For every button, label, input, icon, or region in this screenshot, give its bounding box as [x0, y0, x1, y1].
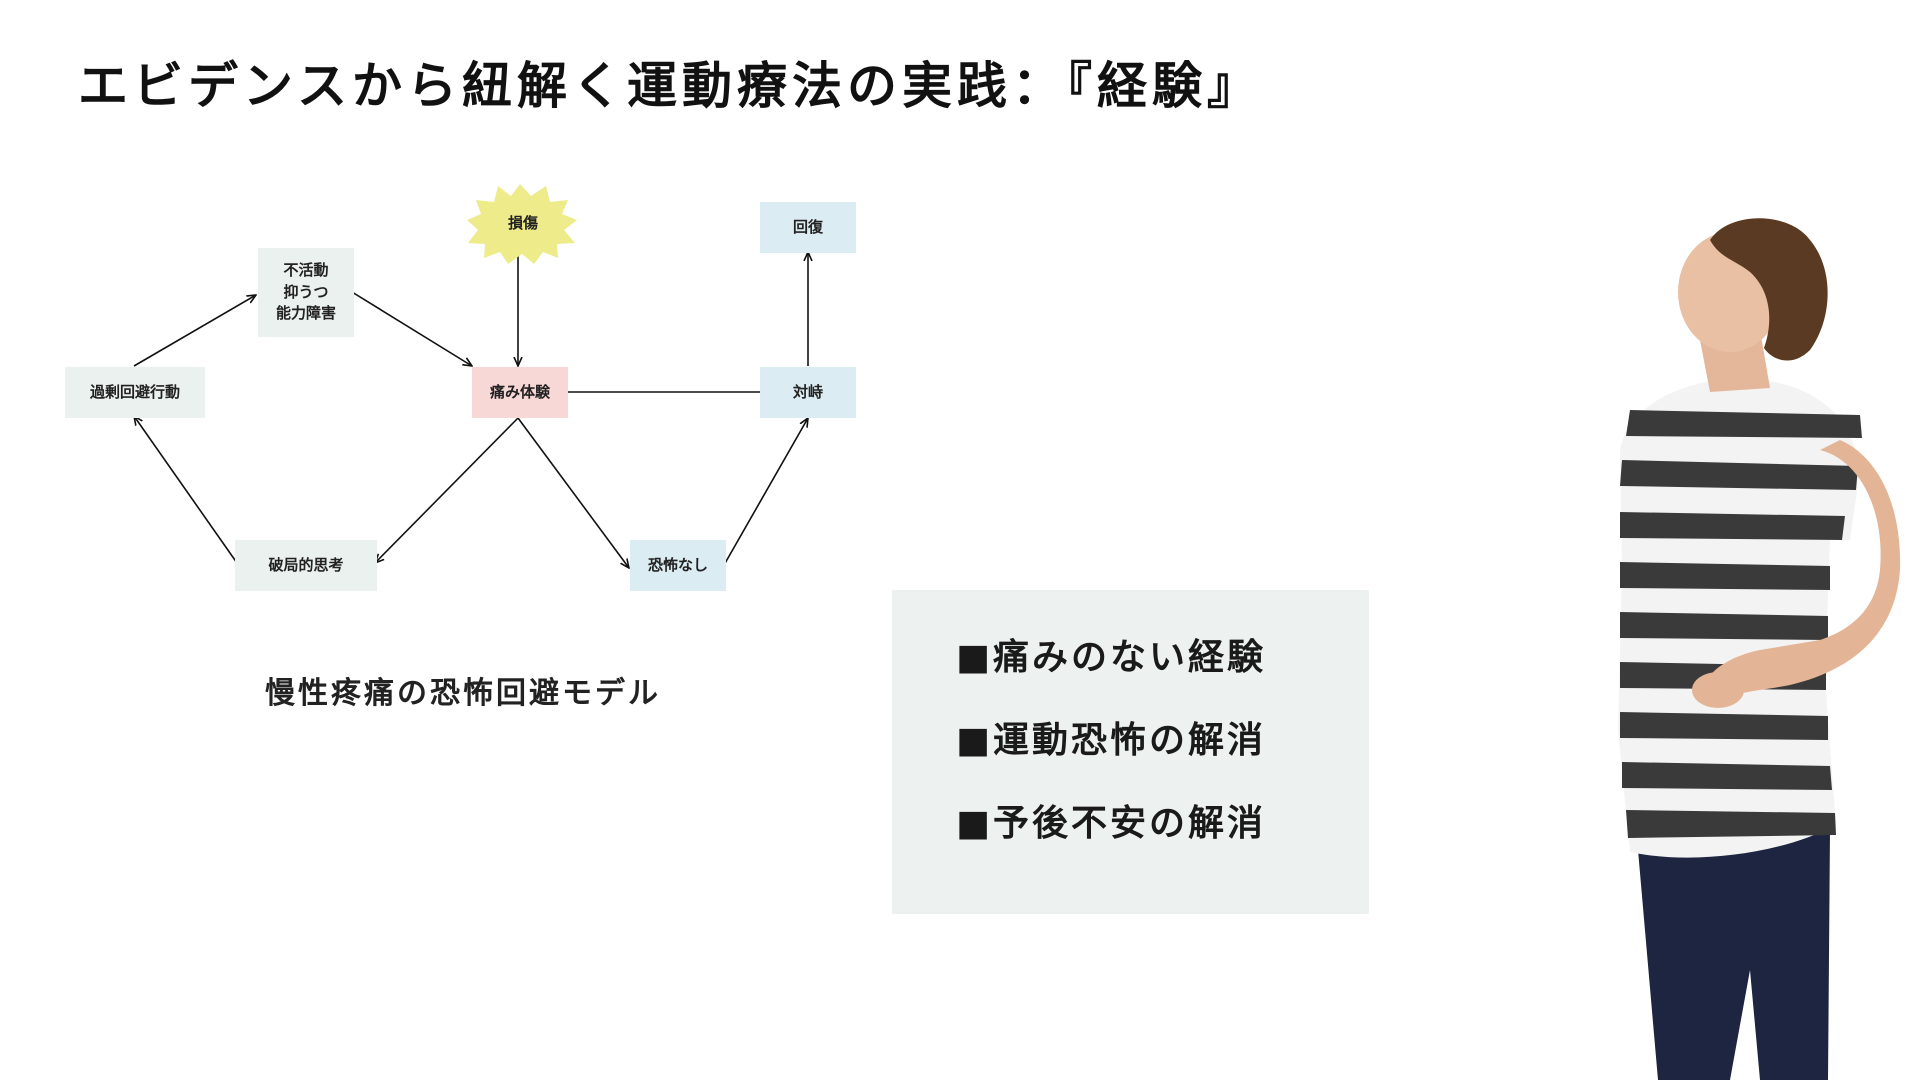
info-box: ■痛みのない経験 ■運動恐怖の解消 ■予後不安の解消 — [892, 590, 1369, 914]
arrow-pain-to-catastrophizing — [375, 417, 519, 563]
arrow-no-fear-to-confront — [723, 418, 808, 566]
injury-burst-shape — [467, 184, 577, 264]
info-item-prognosis-anxiety-resolution: ■予後不安の解消 — [956, 803, 1267, 844]
person-arm — [1705, 440, 1901, 702]
slide-title: エビデンスから紐解く運動療法の実践：『経験』 — [78, 57, 1262, 115]
arrow-pain-to-no-fear — [517, 417, 629, 568]
node-recovery: 回復 — [760, 202, 856, 253]
person-photo — [1618, 218, 1901, 1080]
info-item-painless-experience: ■痛みのない経験 — [956, 637, 1267, 678]
node-injury-label: 損傷 — [507, 214, 538, 233]
person-hand — [1692, 672, 1744, 708]
arrow-disuse-to-pain — [351, 291, 472, 366]
node-catastrophizing: 破局的思考 — [235, 540, 377, 591]
shirt-stripes — [1620, 410, 1862, 838]
node-disuse: 不活動 抑うつ 能力障害 — [258, 248, 354, 337]
info-item-kinesiophobia-resolution: ■運動恐怖の解消 — [956, 720, 1267, 761]
arrow-avoidance-to-disuse — [133, 295, 256, 367]
node-confront: 対峙 — [760, 367, 856, 418]
node-no-fear: 恐怖なし — [630, 540, 726, 591]
node-avoidance: 過剰回避行動 — [65, 367, 205, 418]
person-pants — [1638, 830, 1830, 1080]
node-injury: 損傷 — [468, 184, 578, 264]
diagram-caption: 慢性疼痛の恐怖回避モデル — [265, 676, 661, 711]
person-hair — [1710, 218, 1828, 361]
arrow-catastrophizing-to-avoidance — [134, 416, 238, 564]
node-pain: 痛み体験 — [472, 367, 568, 418]
